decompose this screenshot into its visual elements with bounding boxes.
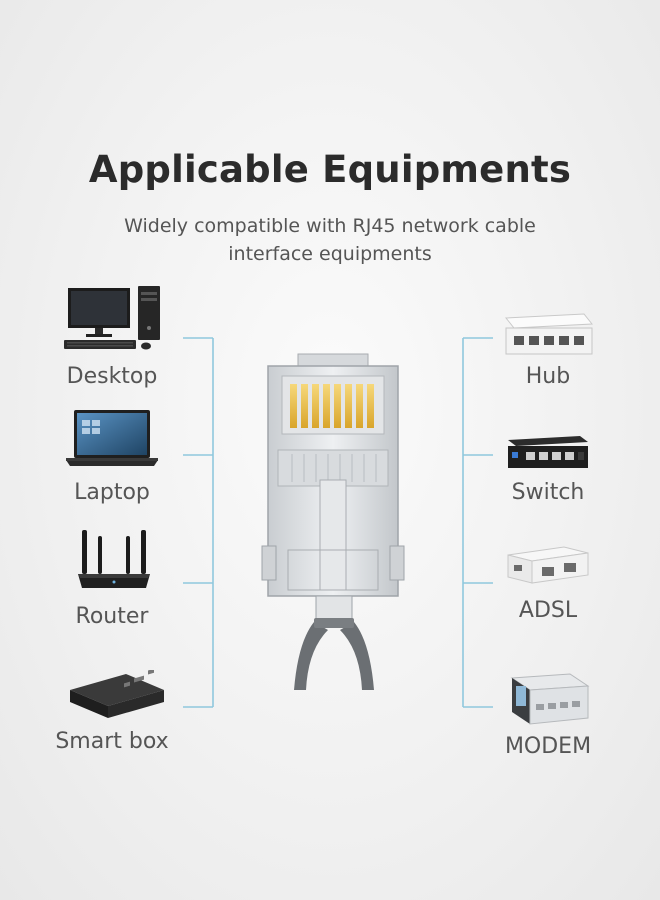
laptop-icon — [64, 408, 160, 470]
device-label-adsl: ADSL — [518, 598, 578, 623]
device-label-desktop: Desktop — [66, 364, 158, 389]
desktop-computer-icon — [62, 284, 168, 354]
device-label-modem: MODEM — [504, 734, 592, 759]
rj45-connector-icon — [258, 350, 408, 695]
hub-icon — [500, 310, 596, 362]
device-label-router: Router — [75, 604, 149, 629]
adsl-icon — [504, 543, 592, 589]
device-label-smart-box: Smart box — [55, 729, 169, 754]
switch-icon — [502, 430, 590, 474]
device-label-switch: Switch — [511, 480, 585, 505]
page-title: Applicable Equipments — [88, 148, 572, 191]
device-label-hub: Hub — [525, 364, 571, 389]
page-subtitle: Widely compatible with RJ45 network cabl… — [124, 215, 536, 265]
smart-box-icon — [66, 670, 166, 722]
router-icon — [74, 528, 154, 594]
modem-icon — [506, 672, 592, 730]
device-label-laptop: Laptop — [74, 480, 150, 505]
